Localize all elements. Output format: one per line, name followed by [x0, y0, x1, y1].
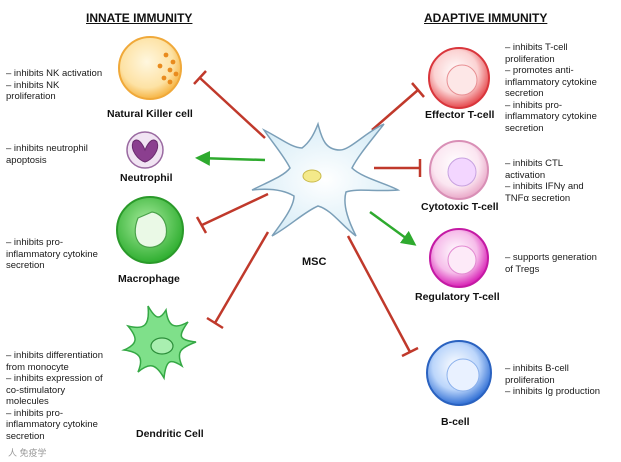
- arrow-to-neutrophil: [195, 150, 266, 166]
- cytotoxic-t-cell-icon: [429, 140, 489, 200]
- cytotoxic-label: Cytotoxic T-cell: [421, 201, 499, 213]
- arrow-to-dendritic: [206, 231, 270, 330]
- bcell-label: B-cell: [441, 416, 470, 428]
- arrow-to-nk: [193, 70, 266, 139]
- nk-label: Natural Killer cell: [107, 108, 193, 120]
- dendritic-label: Dendritic Cell: [136, 428, 204, 440]
- effector-effects: – inhibits T-cell proliferation – promot…: [505, 42, 597, 134]
- macrophage-label: Macrophage: [118, 273, 180, 285]
- watermark: 人 免疫学: [8, 448, 47, 458]
- arrow-to-macrophage: [195, 192, 269, 234]
- innate-immunity-header: INNATE IMMUNITY: [86, 11, 193, 25]
- arrow-to-effector: [371, 82, 425, 131]
- macrophage-effects: – inhibits pro- inflammatory cytokine se…: [6, 237, 98, 271]
- effector-t-cell-icon: [428, 47, 490, 109]
- regulatory-label: Regulatory T-cell: [415, 291, 500, 303]
- arrow-to-cytotoxic: [374, 159, 422, 177]
- arrow-to-bcell: [346, 235, 419, 358]
- msc-cell: [251, 121, 401, 237]
- neutrophil-label: Neutrophil: [120, 172, 173, 184]
- nk-effects: – inhibits NK activation – inhibits NK p…: [6, 68, 103, 102]
- effector-label: Effector T-cell: [425, 109, 495, 121]
- dendritic-cell-icon: [121, 305, 197, 381]
- msc-label: MSC: [302, 256, 327, 268]
- cytotoxic-effects: – inhibits CTL activation – inhibits IFN…: [505, 158, 584, 204]
- neutrophil-effects: – inhibits neutrophil apoptosis: [6, 143, 88, 166]
- neutrophil-icon: [126, 131, 164, 169]
- regulatory-t-cell-icon: [429, 228, 489, 288]
- regulatory-effects: – supports generation of Tregs: [505, 252, 597, 275]
- bcell-effects: – inhibits B-cell proliferation – inhibi…: [505, 363, 601, 397]
- macrophage-icon: [116, 196, 184, 264]
- arrow-to-regulatory: [369, 210, 417, 246]
- b-cell-icon: [426, 340, 492, 406]
- dendritic-effects: – inhibits differentiation from monocyte…: [6, 350, 103, 442]
- nk-cell-icon: [118, 36, 182, 100]
- adaptive-immunity-header: ADAPTIVE IMMUNITY: [424, 11, 548, 25]
